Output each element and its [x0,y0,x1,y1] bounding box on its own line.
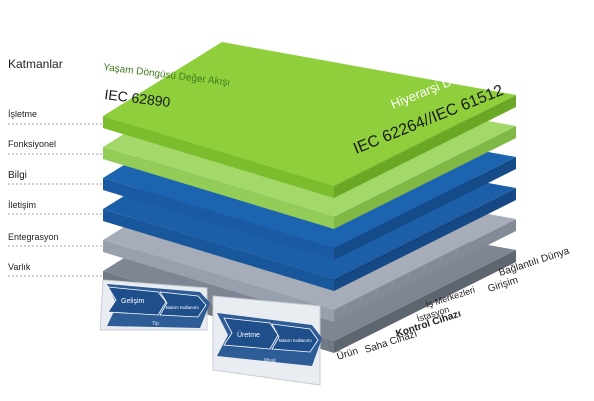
layer-3-front-face [103,209,334,291]
layer-0-side-face [334,95,516,198]
layer-label-isletme: İşletme [8,109,37,119]
instance-group-label: Misal [264,358,276,364]
layer-5-side-face [334,250,516,353]
layer-label-iletisim: İletişim [8,200,36,210]
type-group-label: Tip [152,321,159,327]
lifecycle-panel: Gelişim Bakım Kullanımı Tip Üretme Bakım… [99,279,322,386]
layer-3-side-face [334,188,516,291]
layer-0-front-face [103,116,334,198]
layer-label-fonksiyonel: Fonksiyonel [8,139,56,149]
layer-stack [103,42,516,353]
layer-2-front-face [103,178,334,260]
layer-2-side-face [334,157,516,260]
step-gelisim-chevron [107,286,167,316]
type-step-gelisim: Gelişim [121,298,145,305]
layer-label-varlik: Varlık [8,262,31,272]
instance-step-bakim: Bakım Kullanımı [279,338,312,343]
layer-label-entegrasyon: Entegrasyon [8,232,59,242]
layer-0 [103,42,516,198]
layer-1-side-face [334,126,516,229]
layer-leader-lines [8,123,104,277]
instance-step-uretme: Üretme [237,331,260,339]
layers-title: Katmanlar [8,57,63,71]
step-bakim-chevron-instance [271,323,319,353]
layer-4-side-face [334,219,516,322]
layer-label-bilgi: Bilgi [8,170,27,181]
type-step-bakim: Bakım Kullanımı [166,305,199,310]
step-bakim-chevron-type [159,291,207,318]
step-uretme-chevron [223,317,279,350]
layer-1-front-face [103,147,334,229]
layer-0-top-face [103,42,516,186]
